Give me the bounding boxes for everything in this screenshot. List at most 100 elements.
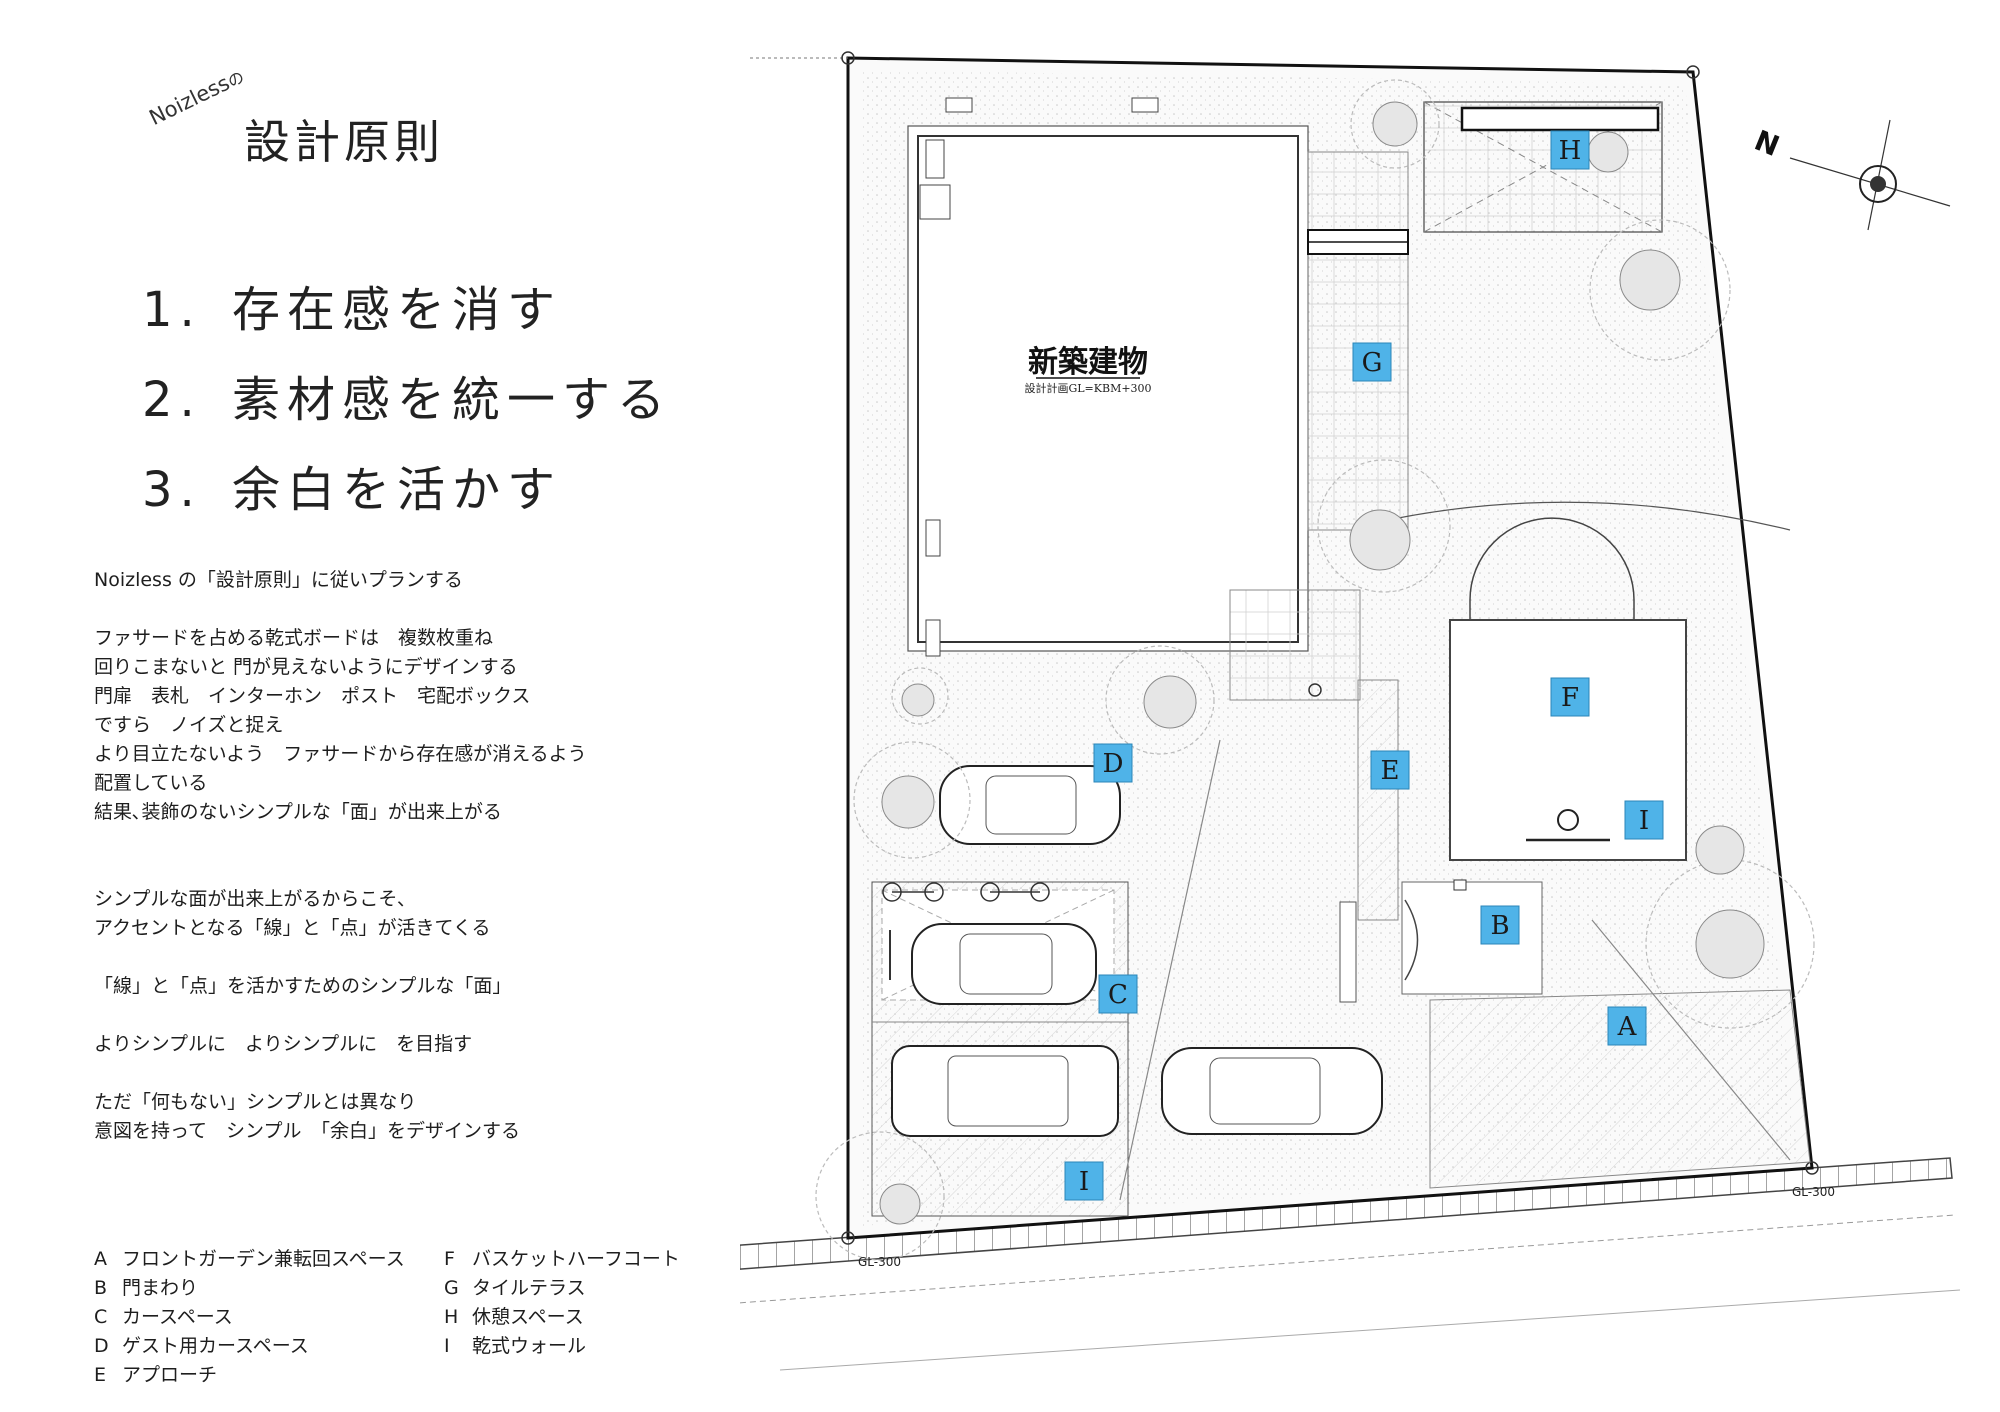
building-title: 新築建物 [1028,345,1148,380]
north-label: N [1750,124,1784,163]
description-line: 「線」と「点」を活かすためのシンプルな「面」 [94,975,512,997]
legend-column-left: A フロントガーデン兼転回スペース B 門まわり C カースペース D ゲスト用カースペース E… [94,1245,405,1390]
site-plan: 新築建物 設計計画GL=KBM+300 [740,51,1961,1371]
area-tag-c: C [1098,974,1138,1014]
new-building: 新築建物 設計計画GL=KBM+300 [907,97,1309,657]
gl-label-left: GL-300 [858,1255,901,1269]
area-tag-box [1550,130,1590,170]
legend-key: H [444,1306,459,1328]
car-2 [891,1045,1119,1137]
area-tag-box [1093,743,1133,783]
area-tag-f: F [1550,677,1590,717]
paragraph-gap [94,856,654,885]
legend-key: I [444,1335,450,1357]
principle-1: 1.存在感を消す [142,270,562,340]
area-tag-letter: I [1079,1167,1089,1197]
principle-text: 余白を活かす [232,462,563,518]
area-tag-letter: C [1108,980,1128,1010]
principle-text: 存在感を消す [232,282,563,338]
area-tag-box [1624,800,1664,840]
legend-key: D [94,1335,109,1357]
legend-label: アプローチ [122,1364,218,1386]
area-tag-e: E [1370,750,1410,790]
legend-key: C [94,1306,108,1328]
description-line: 結果､装飾のないシンプルな「面」が出来上がる [94,801,502,823]
paragraph-gap [94,943,654,972]
gl-label-right: GL-300 [1792,1185,1835,1199]
legend-label: カースペース [122,1306,233,1328]
area-tag-letter: A [1617,1012,1638,1042]
legend-item: A フロントガーデン兼転回スペース [94,1245,405,1274]
area-tag-h: H [1550,130,1590,170]
area-tag-letter: E [1381,756,1400,786]
legend-item: H 休憩スペース [444,1303,680,1332]
legend-item: G タイルテラス [444,1274,680,1303]
description-line: 配置している [94,772,208,794]
area-tag-i: I [1064,1161,1104,1201]
legend-label: フロントガーデン兼転回スペース [122,1248,405,1270]
description-line: ただ「何もない」シンプルとは異なり [94,1091,417,1113]
area-tag-box [1098,974,1138,1014]
description-line: シンプルな面が出来上がるからこそ､ [94,888,407,910]
legend-item: B 門まわり [94,1274,405,1303]
description-line: 回りこまないと 門が見えないようにデザインする [94,656,518,678]
area-tag-box [1370,750,1410,790]
legend-key: G [444,1277,459,1299]
principle-text: 素材感を統一する [232,372,673,428]
brand-name: Noizlessの [145,64,247,130]
area-tag-b: B [1480,905,1520,945]
legend-key: A [94,1248,107,1270]
car-3 [1161,1047,1383,1135]
brand-title: 設計原則 [244,115,444,169]
car-guest [939,765,1121,845]
area-tag-box [1064,1161,1104,1201]
legend-key: E [94,1364,107,1386]
brand-heading: Noizlessの 設計原則 [145,67,476,176]
description-line: Noizless の「設計原則」に従いプランする [94,569,463,591]
description-text: Noizless の「設計原則」に従いプランするファサードを占める乾式ボードは … [94,566,654,1146]
car-1 [911,923,1097,1005]
legend-item: D ゲスト用カースペース [94,1332,405,1361]
legend-label: ゲスト用カースペース [122,1335,309,1357]
area-tag-letter: B [1490,911,1509,941]
principle-2: 2. 素材感を統一する [142,360,672,430]
description-line: よりシンプルに よりシンプルに を目指す [94,1033,473,1055]
legend-key: F [444,1248,455,1270]
paragraph-gap [94,1001,654,1030]
area-tag-letter: F [1561,683,1579,713]
description-line: ファサードを占める乾式ボードは 複数枚重ね [94,627,494,649]
basketball-court [1387,501,1791,861]
principle-3: 3. 余白を活かす [142,450,562,520]
area-tag-box [1607,1006,1647,1046]
area-tag-d: D [1093,743,1133,783]
area-tag-a: A [1607,1006,1647,1046]
area-tag-box [1352,342,1392,382]
area-tag-box [1480,905,1520,945]
north-arrow: N [1750,119,1951,231]
principle-number: 2. [142,372,202,428]
legend-item: F バスケットハーフコート [444,1245,680,1274]
paragraph-gap [94,827,654,856]
description-line: 意図を持って シンプル 「余白」をデザインする [94,1120,520,1142]
area-tag-g: G [1352,342,1392,382]
bicycles [882,882,1050,980]
description-line: より目立たないよう ファサードから存在感が消えるよう [94,743,587,765]
legend-key: B [94,1277,108,1299]
legend-label: 休憩スペース [472,1306,584,1328]
area-tag-letter: D [1103,749,1124,779]
brand-name-text: Noizless [145,70,234,130]
legend-item: C カースペース [94,1303,405,1332]
area-tag-box [1550,677,1590,717]
principle-number: 3. [142,462,202,518]
paragraph-gap [94,1059,654,1088]
description-line: 門扉 表札 インターホン ポスト 宅配ボックス [94,685,531,707]
paragraph-gap [94,595,654,624]
description-line: アクセントとなる「線」と「点」が活きてくる [94,917,491,939]
legend-label: タイルテラス [472,1277,586,1299]
legend-label: 門まわり [122,1277,199,1299]
building-ground-level: 設計計画GL=KBM+300 [1024,381,1151,395]
legend-label: バスケットハーフコート [472,1248,680,1270]
